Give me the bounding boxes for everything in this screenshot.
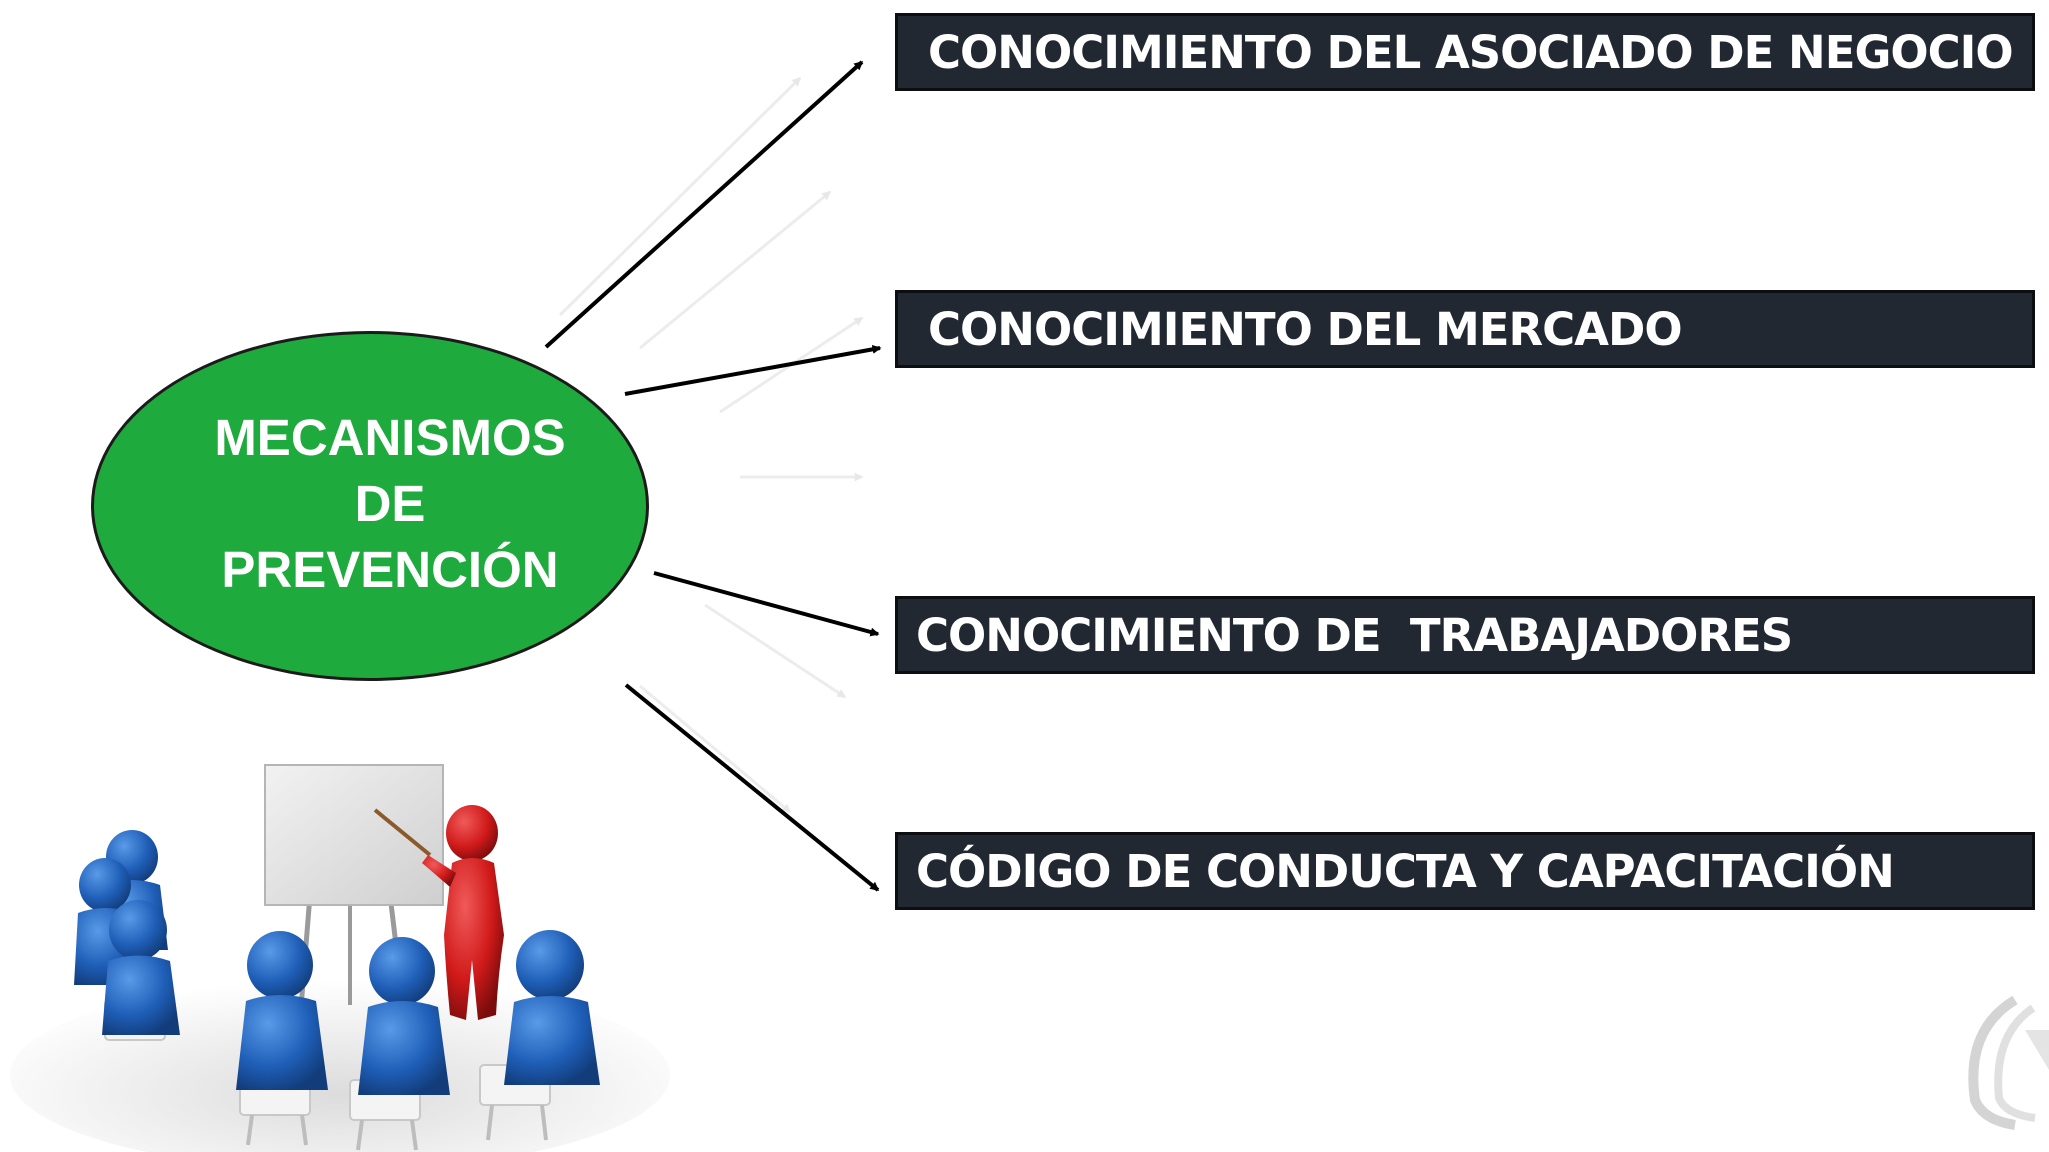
item-bar-4: CÓDIGO DE CONDUCTA Y CAPACITACIÓN xyxy=(895,832,2035,910)
main-arrows xyxy=(544,60,882,892)
item-bar-3: CONOCIMIENTO DE TRABAJADORES xyxy=(895,596,2035,674)
pointer-stick xyxy=(373,808,432,857)
item-label-1: CONOCIMIENTO DEL ASOCIADO DE NEGOCIO xyxy=(928,25,2014,79)
center-label: MECANISMOS DE PREVENCIÓN xyxy=(214,409,566,598)
item-label-4: CÓDIGO DE CONDUCTA Y CAPACITACIÓN xyxy=(916,844,1895,898)
item-bar-1: CONOCIMIENTO DEL ASOCIADO DE NEGOCIO xyxy=(895,13,2035,91)
arrow-to-item-4 xyxy=(624,683,880,892)
center-ellipse xyxy=(91,331,649,681)
watermark-logo xyxy=(1968,995,2049,1130)
training-illustration xyxy=(10,764,670,1152)
audience-figures xyxy=(74,830,600,1095)
chair-legs xyxy=(246,1104,548,1151)
item-bar-2: CONOCIMIENTO DEL MERCADO xyxy=(895,290,2035,368)
item-label-2: CONOCIMIENTO DEL MERCADO xyxy=(928,302,1683,356)
presenter-figure xyxy=(422,805,504,1020)
arrow-to-item-2 xyxy=(624,344,882,396)
item-label-3: CONOCIMIENTO DE TRABAJADORES xyxy=(916,608,1793,662)
arrow-to-item-1 xyxy=(544,60,864,349)
arrow-to-item-3 xyxy=(653,571,880,637)
